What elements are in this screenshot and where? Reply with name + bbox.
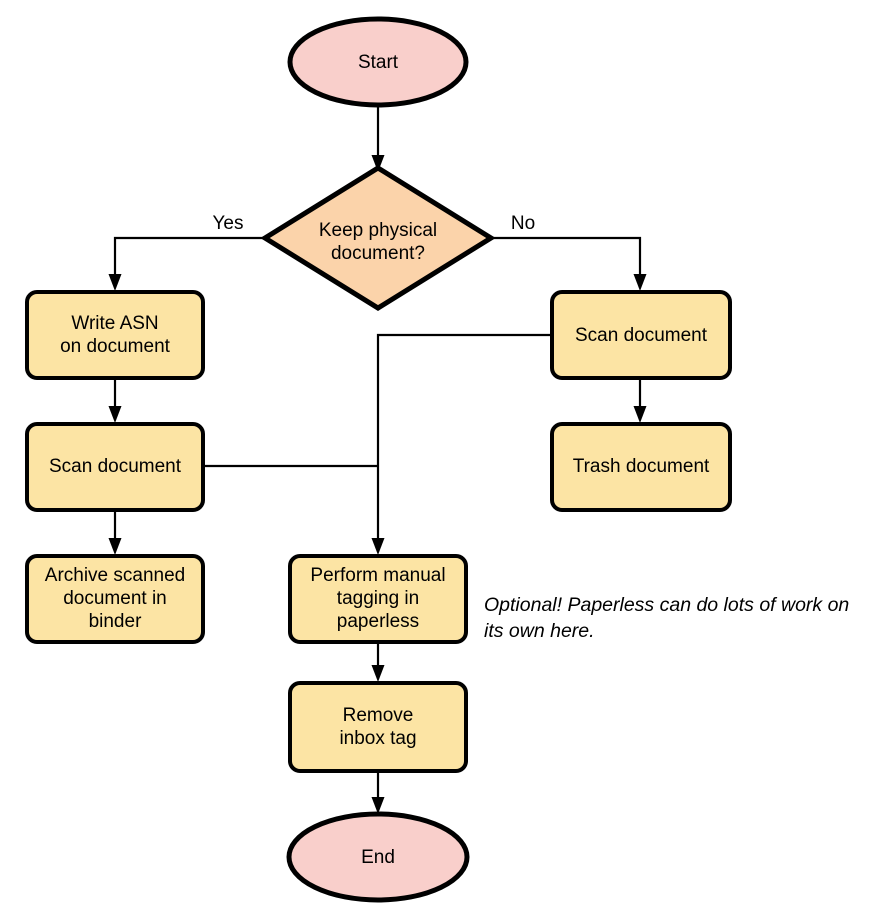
edge-decision-yes-to-write-asn (108, 236, 267, 291)
arrowhead-icon (371, 665, 385, 682)
edge-line (376, 333, 552, 543)
arrowhead-icon (108, 274, 122, 291)
node-end[interactable]: End (286, 811, 470, 903)
arrowhead-icon (371, 538, 385, 555)
node-start-label: Start (358, 52, 399, 73)
edge-label-no: No (511, 213, 535, 234)
arrowhead-icon (371, 797, 385, 814)
write-asn-box[interactable] (25, 290, 205, 380)
edge-line (489, 236, 642, 279)
node-write-asn-label-line2: on document (60, 336, 171, 357)
decision-diamond[interactable] (260, 165, 496, 311)
archive-box[interactable] (25, 554, 205, 644)
node-archive-label-line1: Archive scanned (45, 565, 185, 586)
edge-scan-right-to-trash (633, 379, 647, 423)
node-scan-document-left-label: Scan document (49, 456, 182, 477)
annotation-optional-note: Optional! Paperless can do lots of work … (484, 594, 849, 642)
node-scan-document-right[interactable]: Scan document (550, 290, 732, 380)
node-tagging-label-line1: Perform manual (310, 565, 445, 586)
node-start[interactable]: Start (287, 16, 469, 108)
node-write-asn-on-document[interactable]: Write ASN on document (25, 290, 205, 380)
scan-document-right-box[interactable] (550, 290, 732, 380)
node-scan-document-right-label: Scan document (575, 325, 708, 346)
node-tagging-label-line3: paperless (337, 611, 419, 632)
node-scan-document-left[interactable]: Scan document (25, 422, 205, 512)
scan-document-left-box[interactable] (25, 422, 205, 512)
node-write-asn-label-line1: Write ASN (71, 313, 158, 334)
arrowhead-icon (633, 406, 647, 423)
node-decision-keep-physical-document[interactable]: Keep physical document? (260, 165, 496, 311)
annotation-line2: its own here. (484, 620, 595, 642)
node-trash-document[interactable]: Trash document (550, 422, 732, 512)
edge-scan-right-to-tagging (371, 333, 552, 555)
node-tagging-label-line2: tagging in (337, 588, 419, 609)
edge-tagging-to-remove-inbox-tag (371, 643, 385, 682)
arrowhead-icon (633, 274, 647, 291)
node-remove-inbox-tag-label-line1: Remove (343, 705, 414, 726)
remove-inbox-tag-box[interactable] (288, 681, 468, 773)
edge-scan-left-to-archive (108, 511, 122, 555)
edge-remove-inbox-tag-to-end (371, 772, 385, 814)
node-remove-inbox-tag[interactable]: Remove inbox tag (288, 681, 468, 773)
edge-line (113, 236, 267, 279)
edge-label-yes: Yes (213, 213, 244, 234)
end-ellipse[interactable] (286, 811, 470, 903)
node-decision-label-line1: Keep physical (319, 220, 437, 241)
trash-document-box[interactable] (550, 422, 732, 512)
node-archive-label-line3: binder (89, 611, 142, 632)
arrowhead-icon (371, 155, 385, 172)
annotation-line1: Optional! Paperless can do lots of work … (484, 594, 849, 616)
edge-decision-no-to-scan-right (489, 236, 647, 291)
edge-write-asn-to-scan-left (108, 379, 122, 423)
start-ellipse[interactable] (287, 16, 469, 108)
node-decision-label-line2: document? (331, 243, 425, 264)
node-end-label: End (361, 847, 395, 868)
perform-manual-tagging-box[interactable] (288, 554, 468, 644)
arrowhead-icon (108, 538, 122, 555)
node-trash-document-label: Trash document (573, 456, 710, 477)
node-archive-scanned-document-in-binder[interactable]: Archive scanned document in binder (25, 554, 205, 644)
node-archive-label-line2: document in (63, 588, 167, 609)
node-remove-inbox-tag-label-line2: inbox tag (339, 728, 416, 749)
arrowhead-icon (108, 406, 122, 423)
node-perform-manual-tagging[interactable]: Perform manual tagging in paperless (288, 554, 468, 644)
edge-start-to-decision (371, 102, 385, 172)
